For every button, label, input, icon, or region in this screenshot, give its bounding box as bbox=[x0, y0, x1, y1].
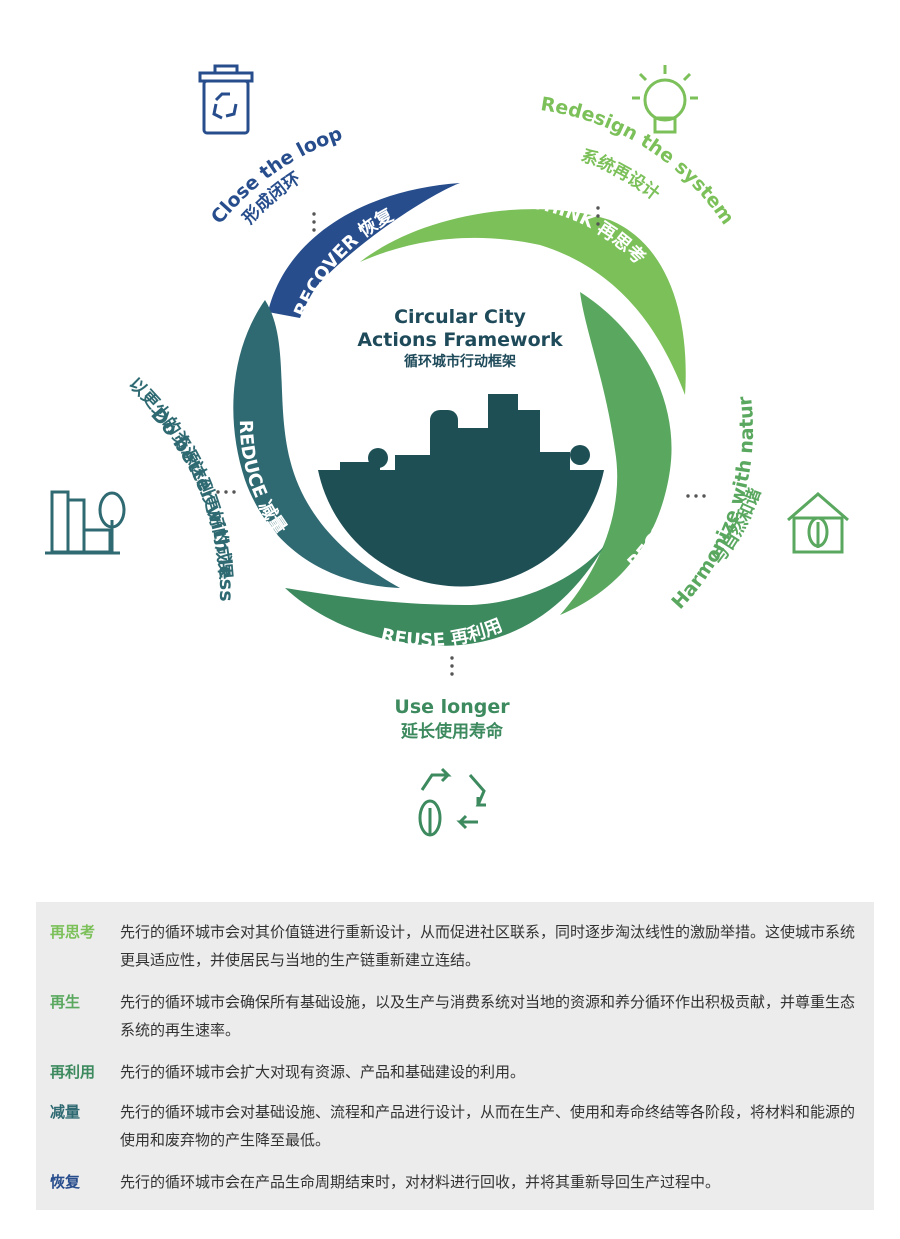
outer-label-recover-en: Close the loop bbox=[207, 123, 345, 228]
center-title-line2: Actions Framework bbox=[357, 329, 563, 351]
segment-reduce bbox=[233, 300, 400, 588]
city-skyline-icon bbox=[318, 394, 604, 587]
definition-text: 先行的循环城市会对基础设施、流程和产品进行设计，从而在生产、使用和寿命终结等各阶… bbox=[120, 1103, 856, 1149]
definition-term: 再利用 bbox=[50, 1063, 96, 1081]
definition-term: 再生 bbox=[50, 993, 81, 1011]
center-title-zh: 循环城市行动框架 bbox=[404, 354, 516, 370]
recycle-arrows-leaf-icon bbox=[418, 767, 486, 837]
definition-text: 先行的循环城市会在产品生命周期结束时，对材料进行回收，并将其重新导回生产过程中。 bbox=[120, 1173, 721, 1191]
recycle-bin-icon bbox=[198, 64, 254, 135]
center-title-line1: Circular City bbox=[394, 306, 526, 328]
segment-reuse bbox=[285, 545, 605, 646]
lightbulb-icon bbox=[632, 65, 698, 134]
definition-row-reduce: 减量 先行的循环城市会对基础设施、流程和产品进行设计，从而在生产、使用和寿命终结… bbox=[36, 1098, 874, 1154]
outer-label-reuse-en: Use longer bbox=[394, 696, 510, 718]
definition-row-recover: 恢复 先行的循环城市会在产品生命周期结束时，对材料进行回收，并将其重新导回生产过… bbox=[36, 1168, 874, 1196]
definition-text: 先行的循环城市会扩大对现有资源、产品和基础建设的利用。 bbox=[120, 1063, 526, 1081]
segment-regenerate bbox=[560, 292, 672, 615]
segment-recover bbox=[268, 183, 460, 318]
definition-text: 先行的循环城市会对其价值链进行重新设计，从而促进社区联系，同时逐步淘汰线性的激励… bbox=[120, 923, 856, 969]
definition-term: 恢复 bbox=[50, 1173, 81, 1191]
dotted-connector bbox=[216, 206, 706, 676]
definitions-panel: 再思考 先行的循环城市会对其价值链进行重新设计，从而促进社区联系，同时逐步淘汰线… bbox=[36, 902, 874, 1210]
leaf-house-icon bbox=[787, 492, 849, 554]
outer-label-reduce-zh: 以更少的资源达到更好的成果 bbox=[125, 374, 235, 580]
segment-rethink bbox=[360, 209, 686, 395]
definition-row-regenerate: 再生 先行的循环城市会确保所有基础设施，以及生产与消费系统对当地的资源和养分循环… bbox=[36, 988, 874, 1044]
definition-text: 先行的循环城市会确保所有基础设施，以及生产与消费系统对当地的资源和养分循环作出积… bbox=[120, 993, 856, 1039]
definition-row-reuse: 再利用 先行的循环城市会扩大对现有资源、产品和基础建设的利用。 bbox=[36, 1058, 874, 1086]
definition-term: 减量 bbox=[50, 1103, 81, 1121]
definition-term: 再思考 bbox=[50, 923, 96, 941]
circular-framework-diagram: RETHINK 再思考 REGENERATE 再生 REUSE 再利用 REDU… bbox=[0, 0, 849, 837]
buildings-tree-icon bbox=[45, 490, 126, 555]
center-title: Circular City Actions Framework 循环城市行动框架 bbox=[330, 306, 590, 372]
definition-row-rethink: 再思考 先行的循环城市会对其价值链进行重新设计，从而促进社区联系，同时逐步淘汰线… bbox=[36, 918, 874, 974]
outer-label-reuse-zh: 延长使用寿命 bbox=[400, 721, 504, 742]
